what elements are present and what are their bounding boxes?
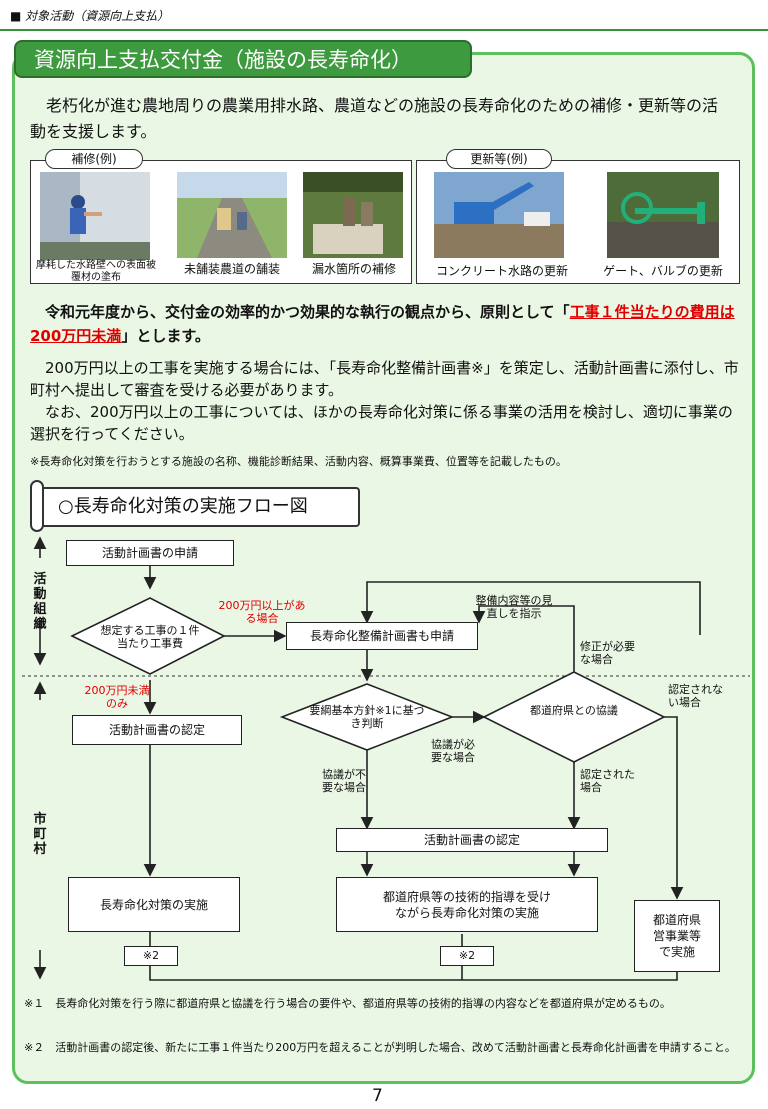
fix-needed: 修正が必要な場合 [580,640,635,666]
apply-longevity-plan: 長寿命化整備計画書も申請 [286,622,478,650]
prefecture-consultation: 都道府県との協議 [530,704,618,717]
photo-leak-repair [303,172,403,258]
note-2-marker-a: ※2 [124,946,178,966]
photo-wall-coating [40,172,150,260]
side-label-org: 活動組織 [33,572,47,632]
section-header: ■ 対象活動（資源向上支払） [10,9,170,23]
caption-leak-repair: 漏水箇所の補修 [311,262,396,276]
photo-concrete-channel [434,172,564,258]
page-number: 7 [372,1086,383,1106]
photo-road-paving [177,172,287,258]
header-rule [0,29,768,31]
paragraph-alternative: なお、200万円以上の工事については、ほかの長寿命化対策に係る事業の活用を検討し… [30,403,733,443]
over-2m-label: 200万円以上がある場合 [218,599,306,625]
caption-gate-valve: ゲート、バルブの更新 [603,264,723,278]
intro-text: 老朽化が進む農地周りの農業用排水路、農道などの施設の長寿命化のための補修・更新等… [30,96,719,141]
flow-title: ○長寿命化対策の実施フロー図 [38,487,360,527]
scroll-ornament [30,480,44,532]
photo-gate-valve [607,172,719,258]
policy-note-a: 令和元年度から、交付金の効率的かつ効果的な執行の観点から、原則として「 [45,303,570,321]
policy-note: 令和元年度から、交付金の効率的かつ効果的な執行の観点から、原則として「工事１件当… [30,300,740,348]
not-approved: 認定されない場合 [668,683,723,709]
consult-needed: 協議が必要な場合 [431,738,475,764]
side-label-muni: 市町村 [33,812,47,857]
caption-wall-coating: 摩耗した水路壁への表面被覆材の塗布 [36,260,156,283]
review-instruction: 整備内容等の見直しを指示 [475,594,553,620]
approve-activity-plan-1: 活動計画書の認定 [72,715,242,745]
renewal-examples-label: 更新等(例) [446,149,552,169]
apply-activity-plan: 活動計画書の申請 [66,540,234,566]
caption-road-paving: 未舗装農道の舗装 [183,262,280,276]
note-2-marker-b: ※2 [440,946,494,966]
cost-decision: 想定する工事の１件当たり工事費 [100,624,200,650]
approve-activity-plan-2: 活動計画書の認定 [336,828,608,852]
prefecture-project: 都道府県営事業等で実施 [634,900,720,972]
implement-measures: 長寿命化対策の実施 [68,877,240,932]
paragraph-over-2m: 200万円以上の工事を実施する場合には、「長寿命化整備計画書※」を策定し、活動計… [30,359,739,399]
policy-highlight: 工事１件当たりの費用は200万円未満 [30,303,735,345]
repair-examples-label: 補修(例) [45,149,143,169]
caption-concrete-channel: コンクリート水路の更新 [435,264,568,278]
footnote-1: ※１ 長寿命化対策を行う際に都道府県と協議を行う場合の要件や、都道府県等の技術的… [24,997,671,1010]
implement-with-guidance: 都道府県等の技術的指導を受けながら長寿命化対策の実施 [336,877,598,932]
guideline-judgement: 要綱基本方針※1に基づき判断 [309,704,425,730]
policy-note-c: 」とします。 [121,327,210,345]
under-2m-label: 200万円未満のみ [84,684,150,710]
footnote-2: ※２ 活動計画書の認定後、新たに工事１件当たり200万円を超えることが判明した場… [24,1041,736,1054]
approved: 認定された場合 [580,768,635,794]
no-consult: 協議が不要な場合 [322,768,366,794]
plan-note: ※長寿命化対策を行おうとする施設の名称、機能診断結果、活動内容、概算事業費、位置… [30,455,567,468]
page-title: 資源向上支払交付金（施設の長寿命化） [14,40,472,78]
